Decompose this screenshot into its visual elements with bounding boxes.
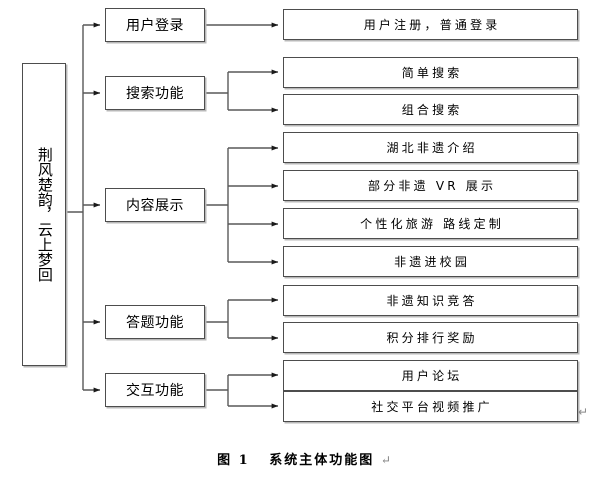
figure-caption-label: 图 1 bbox=[217, 453, 250, 468]
node-hubei-ich-intro-label: 湖北非遗介绍 bbox=[386, 141, 478, 155]
node-user-forum[interactable]: 用户论坛 bbox=[283, 360, 578, 391]
node-register-login-label: 用户注册，普通登录 bbox=[363, 18, 501, 32]
node-user-forum-label: 用户论坛 bbox=[401, 369, 463, 383]
node-search[interactable]: 搜索功能 bbox=[105, 76, 205, 110]
figure-caption: 图 1 系统主体功能图 ↵ bbox=[0, 449, 608, 468]
node-search-label: 搜索功能 bbox=[126, 86, 184, 102]
node-points-ranking-reward[interactable]: 积分排行奖励 bbox=[283, 322, 578, 353]
node-interaction-label: 交互功能 bbox=[126, 383, 184, 399]
node-simple-search[interactable]: 简单搜索 bbox=[283, 57, 578, 88]
node-custom-travel-route-label: 个性化旅游 路线定制 bbox=[360, 217, 504, 231]
node-root-label: 荆风楚韵，云上梦回 bbox=[35, 147, 54, 282]
node-combined-search[interactable]: 组合搜索 bbox=[283, 94, 578, 125]
node-custom-travel-route[interactable]: 个性化旅游 路线定制 bbox=[283, 208, 578, 239]
node-hubei-ich-intro[interactable]: 湖北非遗介绍 bbox=[283, 132, 578, 163]
node-root[interactable]: 荆风楚韵，云上梦回 bbox=[22, 63, 66, 366]
node-quiz-label: 答题功能 bbox=[126, 315, 184, 331]
figure-caption-spacer bbox=[256, 453, 263, 468]
figure-caption-text: 系统主体功能图 bbox=[269, 453, 375, 468]
node-content-display[interactable]: 内容展示 bbox=[105, 188, 205, 222]
node-ich-into-campus[interactable]: 非遗进校园 bbox=[283, 246, 578, 277]
node-simple-search-label: 简单搜索 bbox=[401, 66, 463, 80]
node-points-ranking-reward-label: 积分排行奖励 bbox=[386, 331, 478, 345]
node-partial-ich-vr-label: 部分非遗 VR 展示 bbox=[368, 179, 497, 193]
node-combined-search-label: 组合搜索 bbox=[401, 103, 463, 117]
node-user-login[interactable]: 用户登录 bbox=[105, 8, 205, 42]
paragraph-mark-icon: ↵ bbox=[578, 405, 589, 419]
node-partial-ich-vr[interactable]: 部分非遗 VR 展示 bbox=[283, 170, 578, 201]
node-register-login[interactable]: 用户注册，普通登录 bbox=[283, 9, 578, 40]
node-ich-knowledge-quiz[interactable]: 非遗知识竞答 bbox=[283, 285, 578, 316]
node-user-login-label: 用户登录 bbox=[126, 18, 184, 34]
node-ich-into-campus-label: 非遗进校园 bbox=[394, 255, 471, 269]
node-content-display-label: 内容展示 bbox=[126, 198, 184, 214]
node-social-video-promo-label: 社交平台视频推广 bbox=[371, 400, 493, 414]
node-social-video-promo[interactable]: 社交平台视频推广 bbox=[283, 391, 578, 422]
node-quiz[interactable]: 答题功能 bbox=[105, 305, 205, 339]
node-interaction[interactable]: 交互功能 bbox=[105, 373, 205, 407]
node-ich-knowledge-quiz-label: 非遗知识竞答 bbox=[386, 294, 478, 308]
caption-paragraph-mark-icon: ↵ bbox=[380, 453, 391, 467]
